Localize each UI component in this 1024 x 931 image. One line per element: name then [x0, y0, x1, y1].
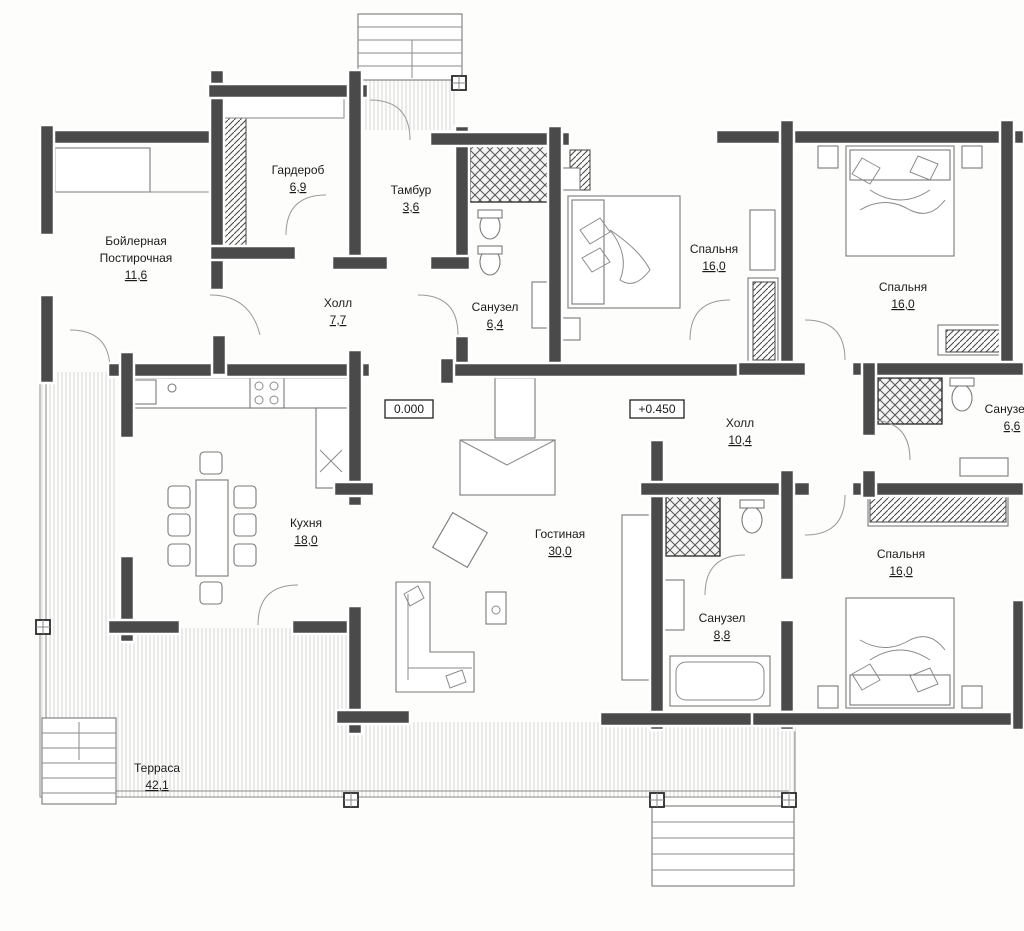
room-name: Санузел — [985, 402, 1024, 416]
room-terrace: Терраса 42,1 — [134, 761, 180, 792]
room-area: 16,0 — [889, 564, 913, 578]
room-name: Холл — [726, 416, 754, 430]
room-name-line2: Постирочная — [100, 251, 173, 265]
level-value: 0.000 — [394, 402, 424, 416]
bed-3 — [817, 597, 983, 709]
room-name: Санузел — [472, 300, 519, 314]
room-boiler-laundry: Бойлерная Постирочная 11,6 — [100, 234, 173, 282]
room-name: Спальня — [879, 280, 927, 294]
room-vestibule: Тамбур 3,6 — [391, 183, 432, 214]
stairs-left — [41, 717, 117, 805]
room-name: Спальня — [877, 547, 925, 561]
dining-table — [167, 451, 257, 605]
room-bedroom-1: Спальня 16,0 — [690, 242, 738, 273]
room-name: Тамбур — [391, 183, 432, 197]
room-area: 3,6 — [403, 200, 420, 214]
room-bedroom-3: Спальня 16,0 — [877, 547, 925, 578]
stairs-top — [357, 13, 463, 81]
room-name: Холл — [324, 296, 352, 310]
level-value: +0.450 — [638, 402, 675, 416]
room-area: 6,6 — [1004, 419, 1021, 433]
room-wardrobe: Гардероб 6,9 — [272, 163, 325, 194]
room-living: Гостиная 30,0 — [535, 527, 585, 558]
room-area: 42,1 — [145, 778, 169, 792]
sofa — [395, 511, 507, 693]
room-area: 11,6 — [125, 268, 148, 282]
terrace-decking — [39, 80, 796, 798]
room-name: Гардероб — [272, 163, 325, 177]
room-area: 7,7 — [330, 313, 347, 327]
room-name: Бойлерная — [105, 234, 166, 248]
room-bathroom-3: Санузел 8,8 — [699, 611, 746, 642]
bed-1 — [561, 167, 681, 341]
post-markers — [35, 75, 797, 808]
stairs-bottom — [651, 805, 795, 887]
level-marker-1: 0.000 — [384, 399, 434, 419]
log-walls — [38, 68, 1024, 736]
room-labels: Гардероб 6,9 Тамбур 3,6 Бойлерная Постир… — [100, 163, 1024, 792]
room-name: Санузел — [699, 611, 746, 625]
room-area: 16,0 — [891, 297, 915, 311]
level-marker-2: +0.450 — [629, 399, 685, 419]
room-hall-2: Холл 10,4 — [726, 416, 754, 447]
bed-2 — [817, 145, 983, 257]
room-hall-1: Холл 7,7 — [324, 296, 352, 327]
room-area: 8,8 — [714, 628, 731, 642]
room-area: 30,0 — [548, 544, 572, 558]
sanitary-fixtures — [477, 209, 1009, 707]
room-name: Кухня — [290, 516, 322, 530]
room-kitchen: Кухня 18,0 — [290, 516, 322, 547]
room-bedroom-2: Спальня 16,0 — [879, 280, 927, 311]
room-name: Спальня — [690, 242, 738, 256]
room-area: 6,4 — [487, 317, 504, 331]
room-name: Терраса — [134, 761, 180, 775]
kitchen-counter — [133, 377, 285, 409]
room-area: 10,4 — [728, 433, 752, 447]
room-area: 16,0 — [702, 259, 726, 273]
room-bathroom-2: Санузел 6,6 — [985, 402, 1024, 433]
room-name: Гостиная — [535, 527, 585, 541]
room-bathroom-1: Санузел 6,4 — [472, 300, 519, 331]
room-area: 6,9 — [290, 180, 307, 194]
room-area: 18,0 — [294, 533, 318, 547]
